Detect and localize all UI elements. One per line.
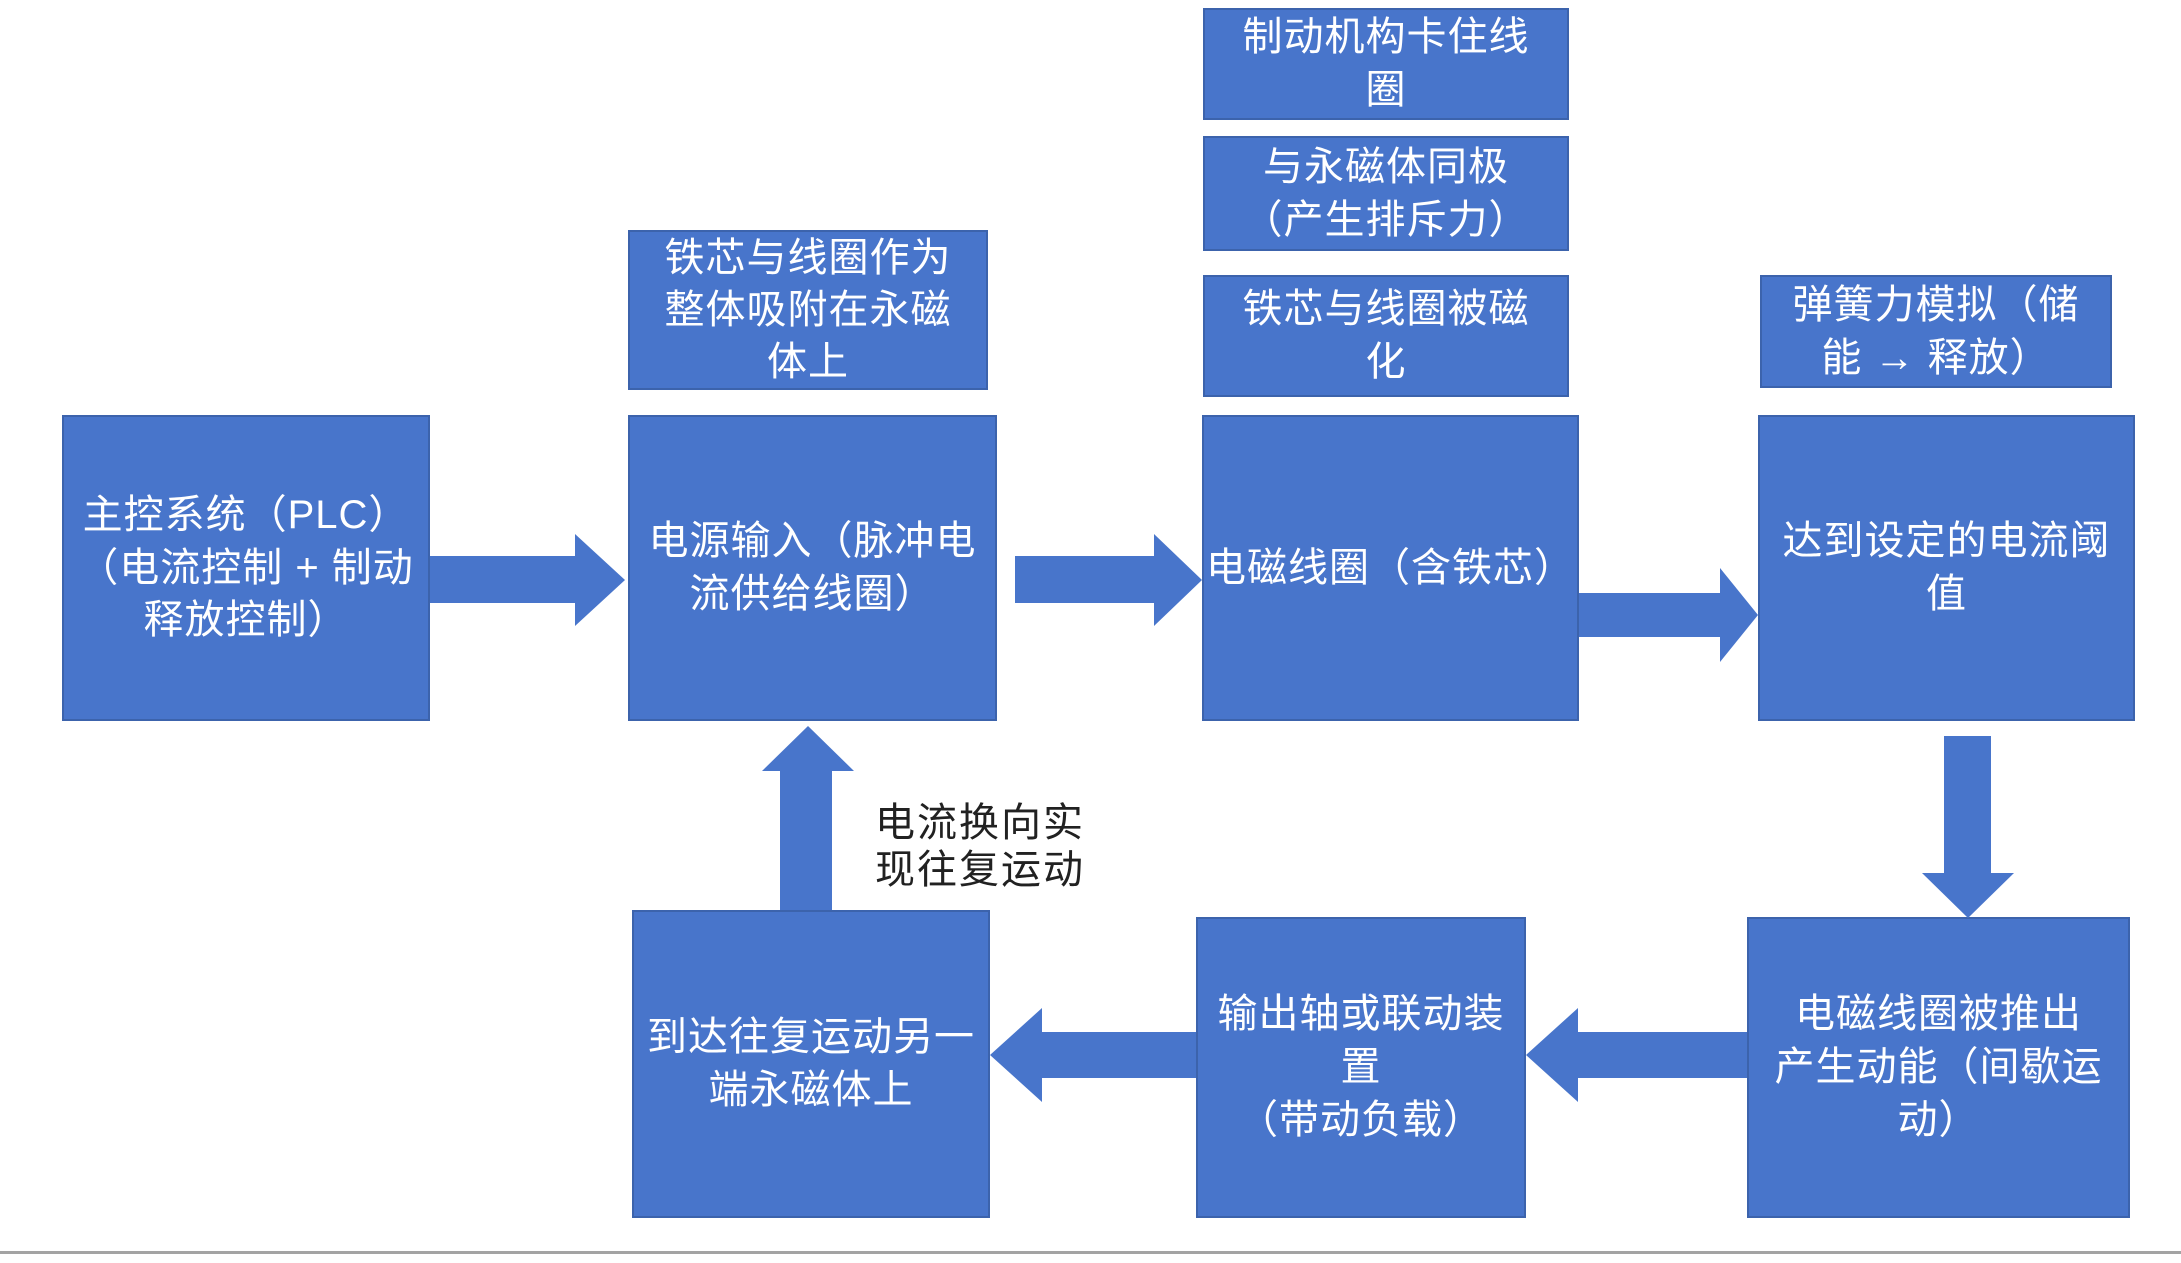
arrow-threshold-to-pushed-out-shaft: [1944, 736, 1991, 874]
bottom-divider-line: [0, 1251, 2181, 1254]
arrow-output-shaft-to-reach-other-end-shaft: [1042, 1032, 1196, 1078]
note-same-polarity: 与永磁体同极 （产生排斥力）: [1203, 136, 1569, 251]
note-magnetized: 铁芯与线圈被磁 化: [1203, 275, 1569, 397]
node-power-input: 电源输入（脉冲电 流供给线圈）: [628, 415, 997, 721]
node-coil-pushed-out: 电磁线圈被推出 产生动能（间歇运 动）: [1747, 917, 2130, 1218]
arrow-reach-other-end-to-power-input-shaft: [780, 770, 832, 910]
arrow-coil-to-threshold-head: [1720, 568, 1758, 662]
node-output-shaft: 输出轴或联动装置 （带动负载）: [1196, 917, 1526, 1218]
arrow-power-input-to-coil-head: [1154, 534, 1202, 626]
arrow-coil-to-threshold-shaft: [1579, 593, 1722, 637]
arrow-power-input-to-coil-shaft: [1015, 556, 1156, 603]
note-brake-lock: 制动机构卡住线 圈: [1203, 8, 1569, 120]
arrow-output-shaft-to-reach-other-end-head: [990, 1008, 1042, 1102]
arrow-threshold-to-pushed-out-head: [1922, 873, 2014, 918]
node-plc: 主控系统（PLC） （电流控制 + 制动 释放控制）: [62, 415, 430, 721]
arrow-pushed-out-to-output-shaft-head: [1526, 1008, 1578, 1102]
node-reach-other-end: 到达往复运动另一 端永磁体上: [632, 910, 990, 1218]
note-spring-force: 弹簧力模拟（储 能 → 释放）: [1760, 275, 2112, 388]
arrow-plc-to-power-input-head: [575, 534, 625, 626]
arrow-reach-other-end-to-power-input-head: [762, 726, 854, 771]
annotation-current-reversal: 电流换向实 现往复运动: [875, 801, 1085, 893]
note-core-coil-attach: 铁芯与线圈作为 整体吸附在永磁 体上: [628, 230, 988, 390]
arrow-plc-to-power-input-shaft: [430, 556, 575, 603]
node-current-threshold: 达到设定的电流阈 值: [1758, 415, 2135, 721]
node-solenoid-coil: 电磁线圈（含铁芯）: [1202, 415, 1579, 721]
arrow-pushed-out-to-output-shaft-shaft: [1578, 1032, 1747, 1078]
